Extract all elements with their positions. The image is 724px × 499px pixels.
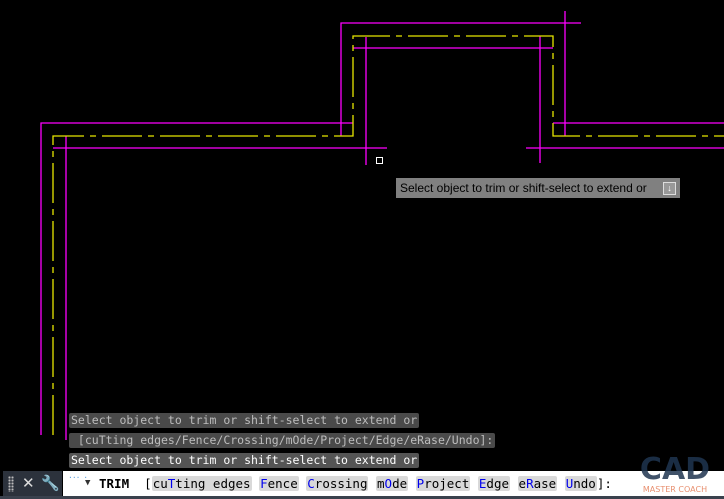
svg-text:MASTER COACH: MASTER COACH (643, 485, 707, 494)
command-option[interactable]: Fence (259, 476, 299, 491)
svg-text:CAD: CAD (640, 452, 710, 487)
option-pre: e (518, 476, 527, 491)
option-post: ndo (573, 476, 596, 491)
option-key: U (565, 476, 574, 491)
option-key: F (260, 476, 268, 491)
command-line: ✕ 🔧 ··· · ▼ TRIM [cuTting edges Fence Cr… (0, 471, 724, 497)
status-strip (0, 496, 724, 499)
command-input[interactable]: ··· · ▼ TRIM [cuTting edges Fence Crossi… (63, 471, 724, 497)
option-key: P (416, 476, 425, 491)
history-line: [cuTting edges/Fence/Crossing/mOde/Proje… (69, 433, 496, 448)
history-line: Select object to trim or shift-select to… (69, 413, 420, 428)
option-pre: m (377, 476, 385, 491)
command-option[interactable]: Project (415, 476, 471, 491)
pickbox-cursor (376, 157, 383, 164)
option-key: C (307, 476, 315, 491)
bracket-open: [ (144, 476, 152, 491)
option-post: ase (533, 476, 557, 491)
command-tooltip: Select object to trim or shift-select to… (396, 178, 680, 198)
wrench-icon[interactable]: 🔧 (41, 474, 60, 492)
option-key: O (384, 476, 393, 491)
command-name: TRIM (99, 476, 130, 491)
wall-bay-outer[interactable] (340, 22, 581, 136)
option-key: R (526, 476, 534, 491)
grip-handle[interactable] (8, 476, 14, 492)
command-line-toolbar: ✕ 🔧 (3, 471, 62, 497)
tooltip-text: Select object to trim or shift-select to… (400, 181, 647, 195)
command-option[interactable]: cuTting edges (151, 476, 252, 491)
centerline-left[interactable] (52, 35, 724, 435)
recent-commands-dropdown-icon[interactable]: ▼ (85, 478, 91, 488)
command-prompt: TRIM [cuTting edges Fence Crossing mOde … (99, 476, 612, 491)
command-option[interactable]: Crossing (306, 476, 369, 491)
option-post: roject (424, 476, 470, 491)
recent-commands-indicator[interactable]: ··· · (68, 473, 88, 482)
option-post: ting edges (175, 476, 251, 491)
command-option[interactable]: Edge (477, 476, 510, 491)
option-post: ence (267, 476, 298, 491)
option-key: T (167, 476, 176, 491)
cad-master-coach-logo: CAD MASTER COACH (640, 452, 710, 494)
close-icon[interactable]: ✕ (22, 474, 35, 492)
drawing-canvas[interactable] (0, 0, 724, 470)
option-pre: cu (152, 476, 168, 491)
history-line: Select object to trim or shift-select to… (69, 453, 420, 468)
option-post: rossing (314, 476, 368, 491)
bracket-close: ]: (596, 476, 612, 491)
option-post: dge (486, 476, 509, 491)
download-icon[interactable]: ↓ (663, 182, 676, 195)
command-option[interactable]: eRase (517, 476, 558, 491)
option-key: E (478, 476, 487, 491)
command-option[interactable]: mOde (376, 476, 409, 491)
wall-outer-left[interactable] (40, 122, 353, 435)
command-option[interactable]: Undo (564, 476, 597, 491)
option-post: de (392, 476, 408, 491)
